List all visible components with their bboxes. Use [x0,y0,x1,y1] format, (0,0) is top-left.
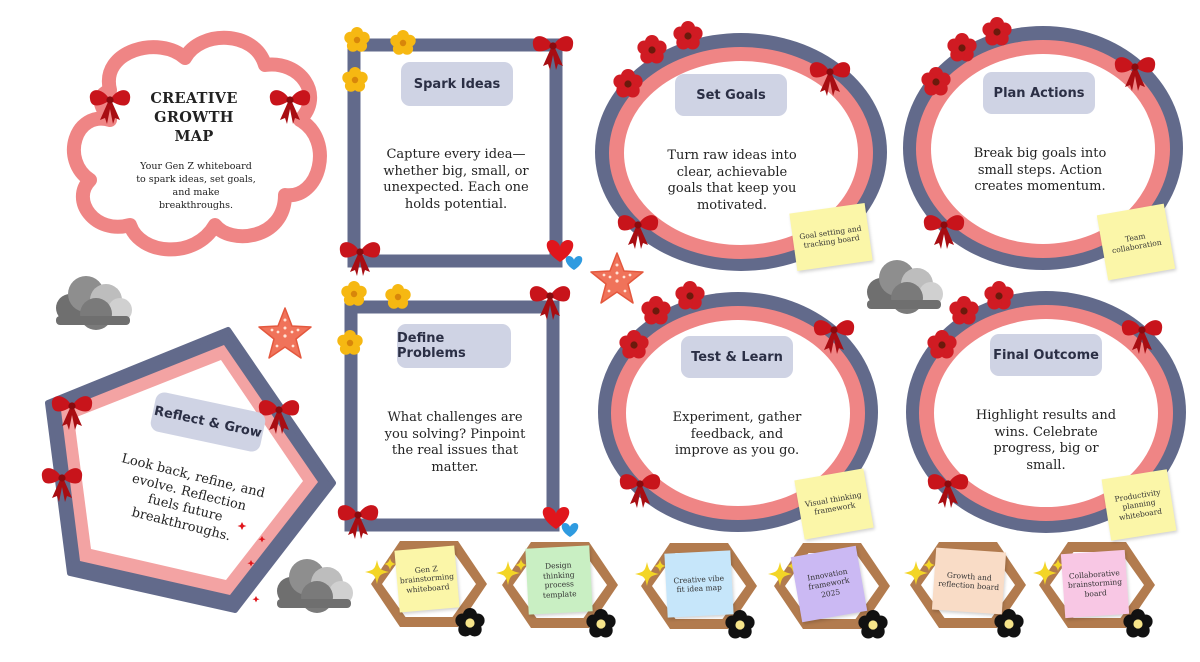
red-flower-icon [982,17,1012,46]
template-note[interactable]: Growth and reflection board [931,547,1007,615]
yellow-flower-icon [344,27,370,52]
cloud-icon [277,559,353,613]
red-flower-icon [637,35,667,64]
small-star-dots [237,522,266,603]
yellow-flower-icon [390,30,416,55]
test-learn-ring [598,292,878,532]
productivity-planning-note[interactable]: Productivity planning whiteboard [1101,469,1177,541]
red-flower-icon [675,281,705,310]
cloud-icon [56,276,132,330]
heart-icon [542,507,579,537]
test-learn-text: Experiment, gather feedback, and improve… [672,410,802,458]
template-note[interactable]: Innovation framework 2025 [790,545,868,623]
header-cloud-shape [67,30,327,257]
template-note[interactable]: Collaborative brainstorming board [1060,549,1130,619]
board-title: CREATIVE GROWTH MAP [134,89,254,146]
final-outcome-label[interactable]: Final Outcome [990,334,1102,376]
title-line: CREATIVE [150,90,238,107]
red-flower-icon [949,296,979,325]
set-goals-text: Turn raw ideas into clear, achievable go… [667,148,797,213]
plan-actions-text: Break big goals into small steps. Action… [973,146,1107,194]
yellow-flower-icon [341,281,367,306]
red-flower-icon [673,21,703,50]
cloud-icon [867,260,943,314]
red-flower-icon [984,281,1014,310]
template-hexagons [365,541,1155,639]
title-line: MAP [174,128,214,145]
visual-thinking-note[interactable]: Visual thinking framework [794,468,874,540]
template-note[interactable]: Design thinking process template [525,545,593,615]
goal-tracking-note[interactable]: Goal setting and tracking board [789,202,873,272]
template-note[interactable]: Gen Z brainstorming whiteboard [394,545,460,613]
spark-ideas-text: Capture every idea—whether big, small, o… [383,147,529,212]
define-problems-label[interactable]: Define Problems [397,324,511,368]
spark-ideas-label[interactable]: Spark Ideas [401,62,513,106]
template-note[interactable]: Creative vibe fit idea map [664,550,734,618]
define-problems-text: What challenges are you solving? Pinpoin… [384,410,526,475]
starfish-icon [590,252,644,304]
red-flower-icon [947,33,977,62]
yellow-flower-icon [385,284,411,309]
team-collaboration-note[interactable]: Team collaboration [1096,203,1176,281]
final-outcome-text: Highlight results and wins. Celebrate pr… [975,408,1117,473]
plan-actions-label[interactable]: Plan Actions [983,72,1095,114]
test-learn-label[interactable]: Test & Learn [681,336,793,378]
starfish-icon [258,307,312,359]
red-flower-icon [641,296,671,325]
board-subtitle: Your Gen Z whiteboard to spark ideas, se… [136,161,256,211]
title-line: GROWTH [154,109,234,126]
set-goals-label[interactable]: Set Goals [675,74,787,116]
